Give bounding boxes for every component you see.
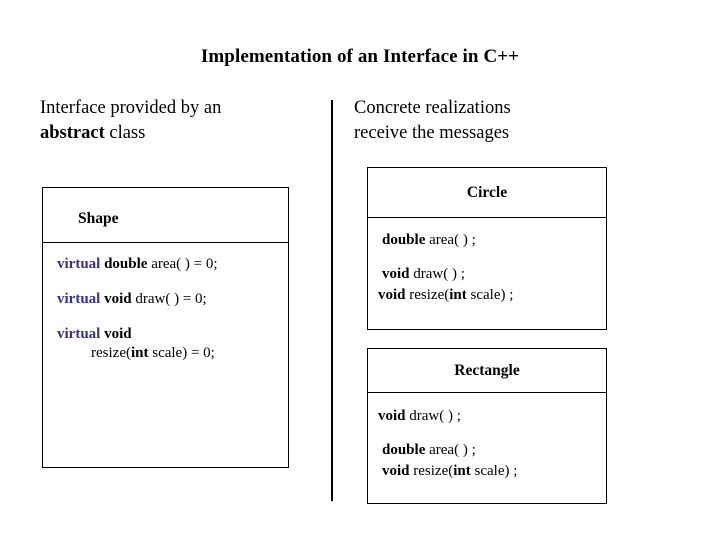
member-signature: area( ) = 0; xyxy=(147,256,218,272)
member-type: void xyxy=(378,287,406,303)
uml-class-box-circle: Circle double area( ) ; void draw( ) ; v… xyxy=(367,167,607,330)
member-signature: draw( ) = 0; xyxy=(131,291,207,307)
uml-class-box-shape: Shape virtual double area( ) = 0; virtua… xyxy=(42,187,289,468)
member-param-type: int xyxy=(130,345,149,361)
vertical-divider-line xyxy=(331,100,333,501)
member-row: double area( ) ; xyxy=(368,231,606,250)
member-row: void draw( ) ; xyxy=(368,407,606,426)
page-title: Implementation of an Interface in C++ xyxy=(200,46,520,67)
uml-members-circle: double area( ) ; void draw( ) ; void res… xyxy=(368,218,606,305)
keyword-virtual: virtual xyxy=(57,291,101,307)
member-type: double xyxy=(382,442,426,458)
caption-right-line2: receive the messages xyxy=(354,123,510,143)
member-row: virtual void draw( ) = 0; xyxy=(43,290,288,309)
keyword-virtual: virtual xyxy=(57,256,101,272)
member-signature: draw( ) ; xyxy=(405,408,461,424)
member-row-continuation: resize(int scale) = 0; xyxy=(43,344,288,363)
uml-members-rectangle: void draw( ) ; double area( ) ; void res… xyxy=(368,393,606,481)
uml-class-name-shape: Shape xyxy=(43,188,288,243)
member-param-type: int xyxy=(453,463,471,479)
uml-class-name-rectangle: Rectangle xyxy=(368,349,606,393)
member-type: double xyxy=(382,232,426,248)
member-signature-post: scale) = 0; xyxy=(148,345,215,361)
member-signature-pre: resize( xyxy=(409,463,454,479)
member-signature-pre: resize( xyxy=(405,287,450,303)
member-signature-post: scale) ; xyxy=(470,463,518,479)
member-signature-post: scale) ; xyxy=(466,287,514,303)
member-type: void xyxy=(382,266,410,282)
member-row: double area( ) ; xyxy=(368,441,606,460)
member-type: void xyxy=(104,291,132,307)
member-signature: draw( ) ; xyxy=(409,266,465,282)
member-type: double xyxy=(104,256,148,272)
caption-concrete-realizations: Concrete realizations receive the messag… xyxy=(354,96,654,146)
member-signature-pre: resize( xyxy=(91,345,131,361)
caption-right-line1: Concrete realizations xyxy=(354,98,511,118)
member-type: void xyxy=(378,408,406,424)
member-row: virtual double area( ) = 0; xyxy=(43,255,288,274)
member-param-type: int xyxy=(449,287,467,303)
caption-left-line2-tail: class xyxy=(104,123,146,143)
member-signature: area( ) ; xyxy=(425,232,476,248)
member-type: void xyxy=(104,326,132,342)
member-row: void draw( ) ; xyxy=(368,265,606,284)
keyword-virtual: virtual xyxy=(57,326,101,342)
caption-left-bold-word: abstract xyxy=(40,123,105,143)
member-row: virtual void xyxy=(43,325,288,344)
member-type: void xyxy=(382,463,410,479)
uml-class-name-circle: Circle xyxy=(368,168,606,218)
member-signature: area( ) ; xyxy=(425,442,476,458)
caption-left-line1: Interface provided by an xyxy=(40,98,222,118)
member-row: void resize(int scale) ; xyxy=(368,462,606,481)
caption-abstract-interface: Interface provided by an abstract class xyxy=(40,96,320,146)
uml-members-shape: virtual double area( ) = 0; virtual void… xyxy=(43,243,288,363)
member-row: void resize(int scale) ; xyxy=(368,286,606,305)
uml-class-box-rectangle: Rectangle void draw( ) ; double area( ) … xyxy=(367,348,607,504)
